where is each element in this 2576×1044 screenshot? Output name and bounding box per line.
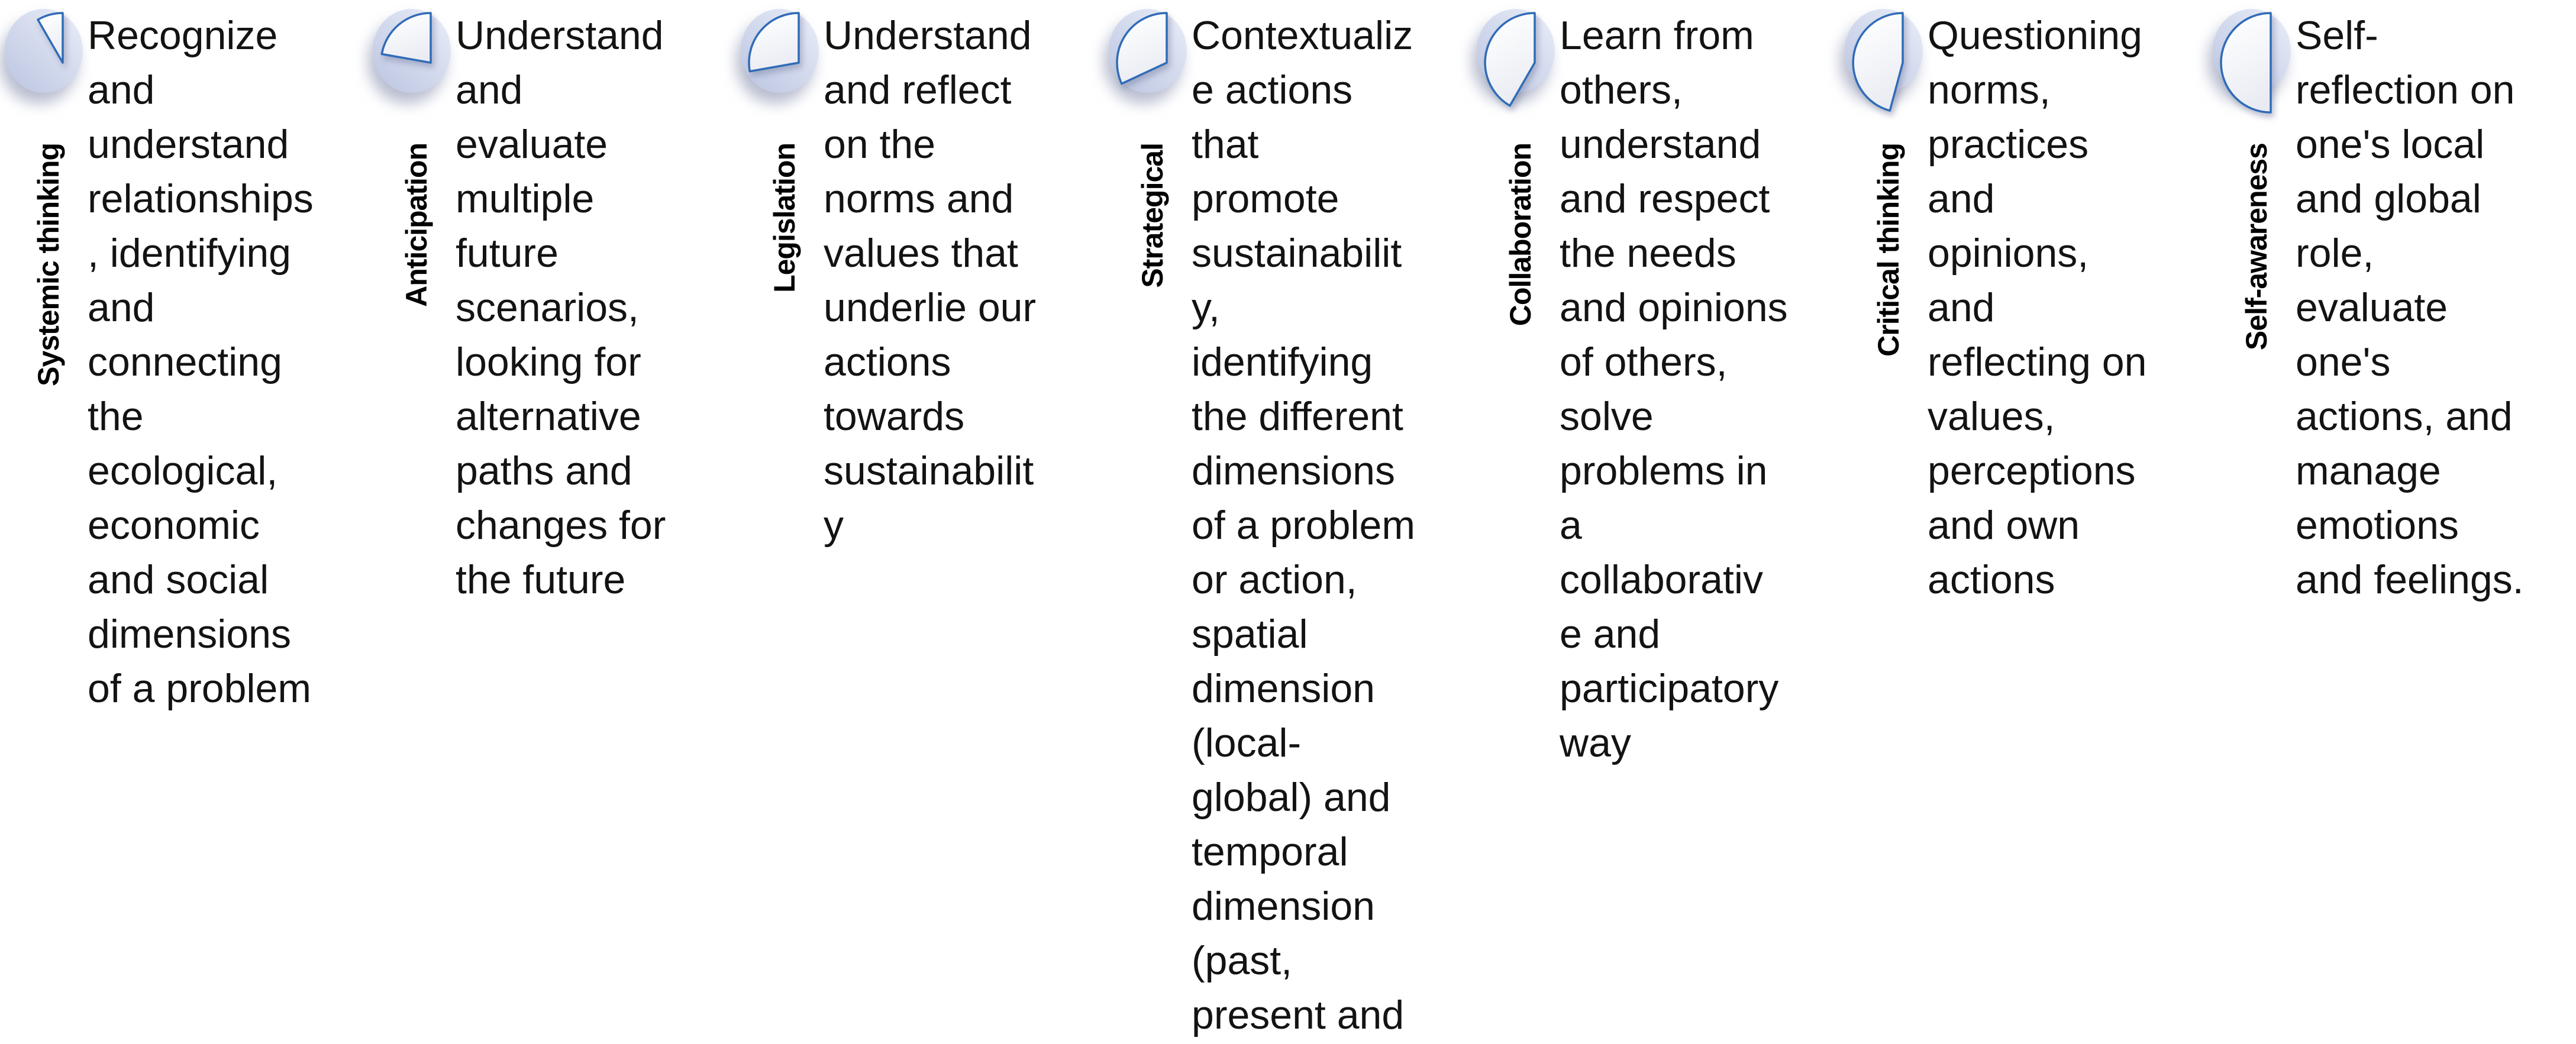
competency-column-legislation: Legislation Understand and reflect on th… xyxy=(736,0,1104,1044)
pie-slice xyxy=(1484,12,1536,107)
competency-label: Legislation xyxy=(768,143,801,293)
pie-slice xyxy=(2220,12,2272,114)
competency-label: Strategical xyxy=(1136,143,1169,288)
pie-slice xyxy=(1852,12,1904,112)
competency-description: Understand and evaluate multiple future … xyxy=(456,13,666,602)
competency-description: Recognize and understand relationships ,… xyxy=(88,13,314,711)
competency-description: Contextualiz e actions that promote sust… xyxy=(1192,13,1415,1037)
competency-description: Learn from others, understand and respec… xyxy=(1560,13,1788,765)
pie-fraction-icon xyxy=(1845,9,1923,112)
pie-fraction-icon xyxy=(741,9,819,93)
pie-fraction-icon xyxy=(1109,9,1187,93)
pie-slice xyxy=(380,12,432,64)
competency-label: Anticipation xyxy=(400,143,433,307)
pie-slice xyxy=(37,12,64,64)
pie-slice xyxy=(1116,12,1168,85)
pie-fraction-icon xyxy=(2213,9,2291,114)
competency-column-collaboration: Collaboration Learn from others, underst… xyxy=(1472,0,1840,1044)
competency-column-systemic-thinking: Systemic thinking Recognize and understa… xyxy=(0,0,368,1044)
pie-fraction-icon xyxy=(373,9,451,93)
competency-description: Self- reflection on one's local and glob… xyxy=(2296,13,2524,602)
competency-column-critical-thinking: Critical thinking Questioning norms, pra… xyxy=(1840,0,2208,1044)
competency-label: Systemic thinking xyxy=(32,143,65,386)
pie-fraction-icon xyxy=(5,9,83,93)
competency-description: Questioning norms, practices and opinion… xyxy=(1928,13,2147,602)
pie-slice xyxy=(748,12,800,73)
competency-label: Critical thinking xyxy=(1872,143,1905,357)
competency-label: Collaboration xyxy=(1504,143,1537,327)
competency-column-strategical: Strategical Contextualiz e actions that … xyxy=(1104,0,1472,1044)
competency-column-anticipation: Anticipation Understand and evaluate mul… xyxy=(368,0,736,1044)
competency-label: Self-awareness xyxy=(2240,143,2273,351)
competency-column-self-awareness: Self-awareness Self- reflection on one's… xyxy=(2208,0,2576,1044)
competency-description: Understand and reflect on the norms and … xyxy=(824,13,1037,548)
pie-fraction-icon xyxy=(1477,9,1555,107)
